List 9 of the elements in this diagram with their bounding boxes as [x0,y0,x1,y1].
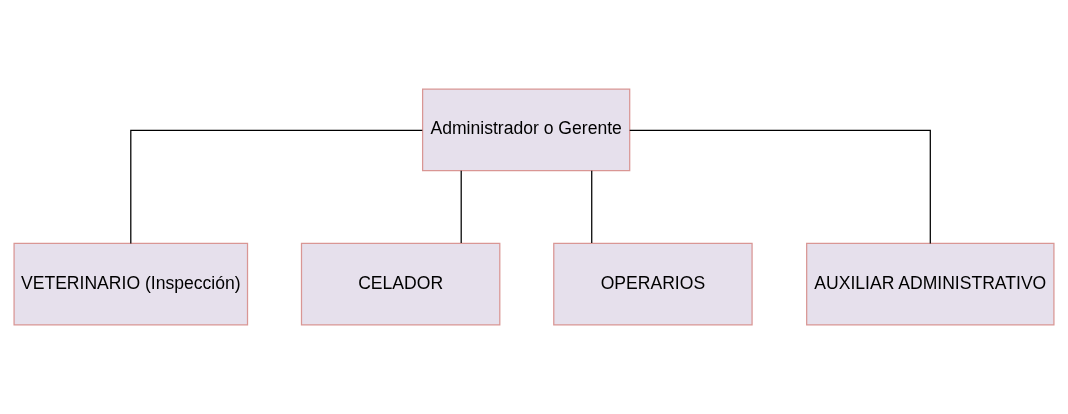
connector [591,170,593,244]
connector [629,129,931,244]
node-box: Administrador o Gerente [422,88,631,172]
node-box: VETERINARIO (Inspección) [13,242,249,326]
node-box: AUXILIAR ADMINISTRATIVO [806,242,1055,326]
node-box: CELADOR [300,242,501,326]
connector [460,170,462,244]
connector [130,129,423,244]
node-box: OPERARIOS [553,242,753,326]
